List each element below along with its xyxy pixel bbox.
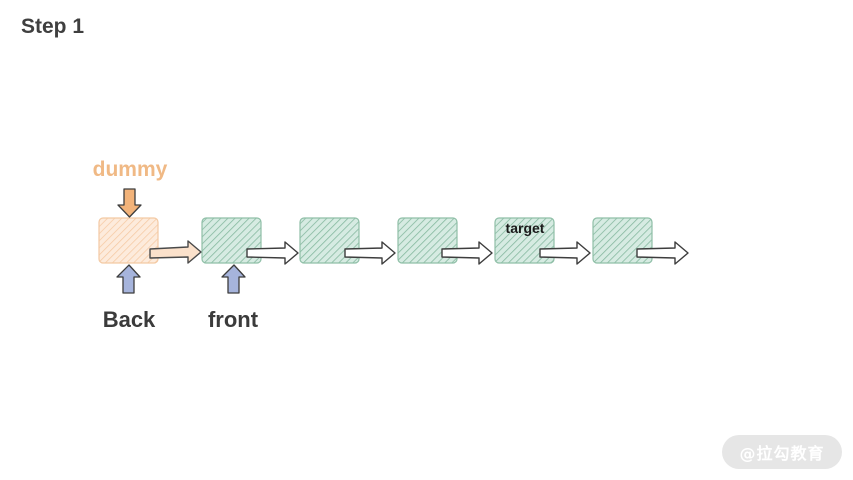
dummy-label: dummy (93, 158, 168, 181)
target-label: target (506, 220, 545, 236)
list-node-target (494, 217, 555, 264)
next-arrow-icon (636, 241, 689, 265)
next-arrow-icon (441, 241, 493, 265)
front-label: front (208, 307, 259, 332)
next-arrow-icon (246, 241, 299, 265)
next-arrow-icon (149, 240, 202, 264)
next-arrow-icon (344, 241, 396, 265)
watermark-logo: @拉勾教育 (722, 435, 842, 469)
list-node-2 (299, 217, 360, 264)
dummy-node (98, 217, 159, 264)
dummy-pointer-arrow-icon (117, 188, 142, 218)
front-pointer-arrow-icon (221, 264, 246, 294)
list-node-1 (201, 217, 262, 264)
back-pointer-arrow-icon (116, 264, 141, 294)
next-arrow-icon (539, 241, 591, 265)
back-label: Back (103, 307, 156, 332)
step-title: Step 1 (21, 15, 85, 38)
